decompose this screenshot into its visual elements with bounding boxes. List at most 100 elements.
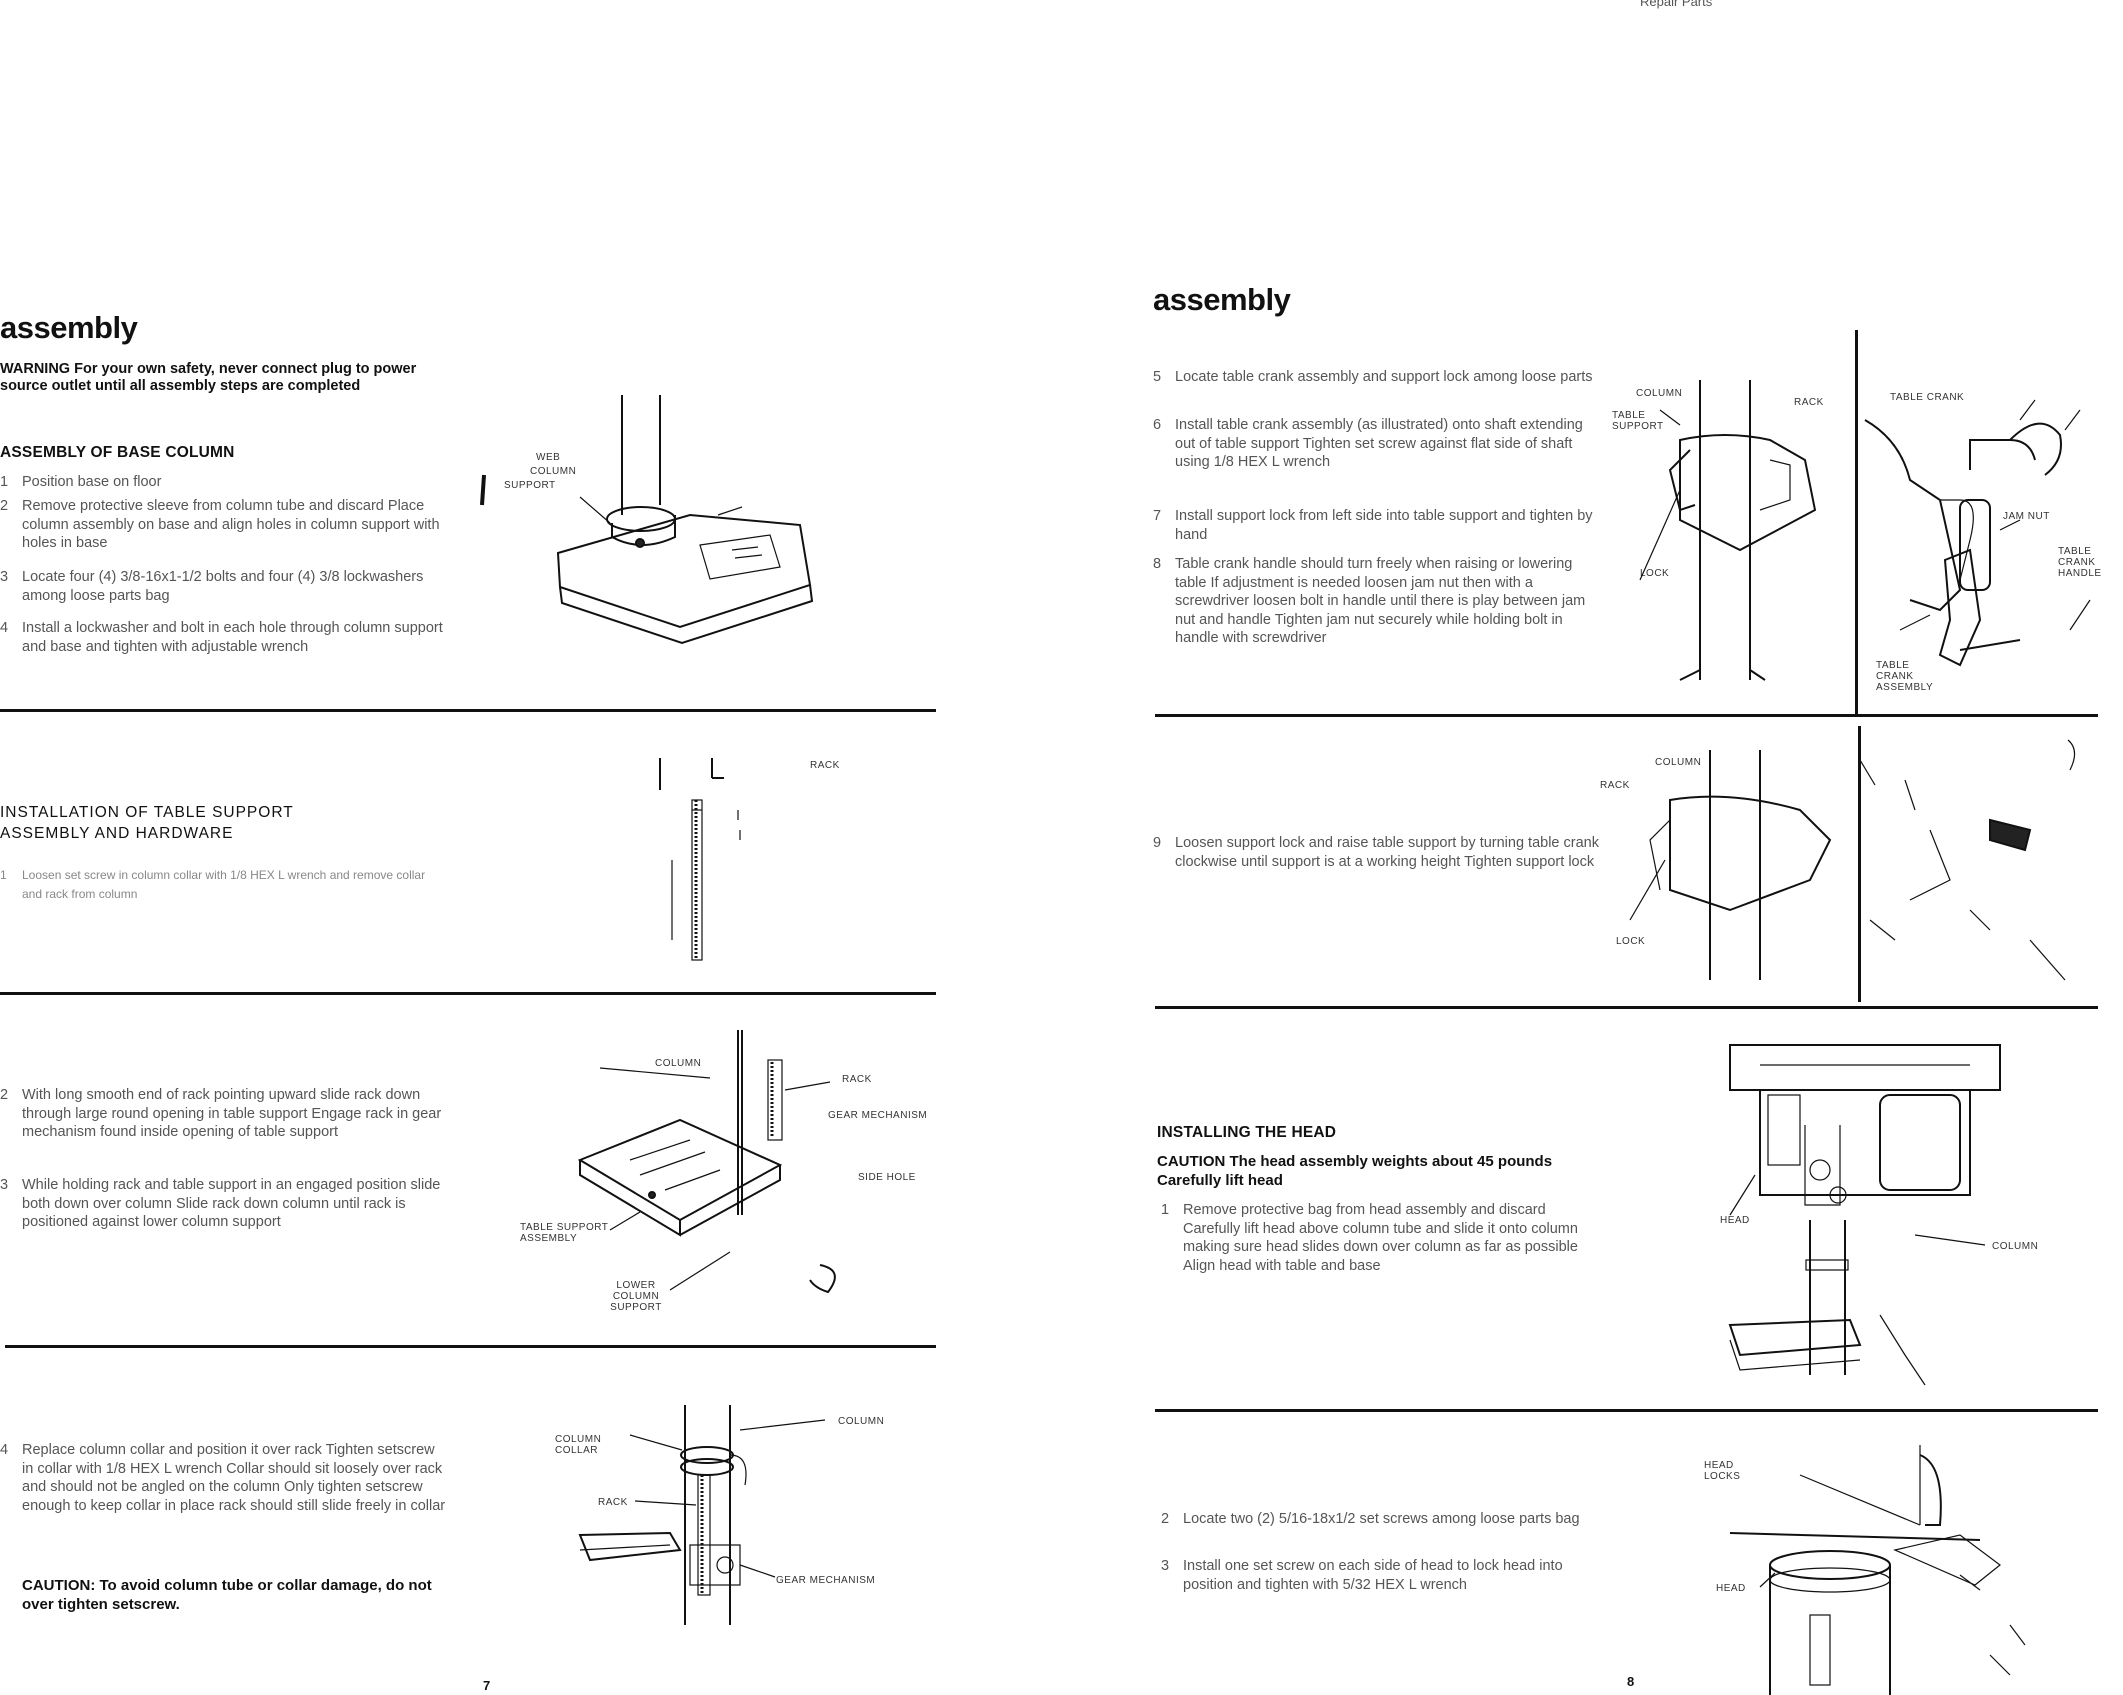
step-number: 9 xyxy=(1153,835,1162,851)
step-text: While holding rack and table support in … xyxy=(22,1177,441,1230)
caution-text-head: CAUTION The head assembly weights about … xyxy=(1157,1153,1553,1189)
header-corner-text: Repair Parts xyxy=(1640,0,1713,9)
figure-label: TABLE CRANK ASSEMBLY xyxy=(1876,660,1934,693)
figure-label: COLUMN xyxy=(1992,1241,2039,1252)
base-column-illustration xyxy=(480,395,814,645)
step-text: With long smooth end of rack pointing up… xyxy=(22,1087,442,1140)
figure-label: SIDE HOLE xyxy=(858,1172,916,1183)
step-text: Loosen support lock and raise table supp… xyxy=(1175,835,1599,870)
step-text: Install table crank assembly (as illustr… xyxy=(1175,417,1583,470)
step-text: Install a lockwasher and bolt in each ho… xyxy=(22,620,443,655)
figure-label: GEAR MECHANISM xyxy=(776,1575,876,1586)
step-text: Locate table crank assembly and support … xyxy=(1175,369,1593,385)
figure-label: SUPPORT xyxy=(504,480,556,491)
figure-divider xyxy=(1858,726,1861,1002)
step-text: Position base on floor xyxy=(22,474,162,490)
figure-label: COLUMN COLLAR xyxy=(555,1434,602,1456)
page-number-right: 8 xyxy=(1627,1674,1635,1689)
figure-label: COLUMN xyxy=(530,466,577,477)
list-item: 1 Loosen set screw in column collar with… xyxy=(0,866,446,903)
section-heading-table-support: INSTALLATION OF TABLE SUPPORT xyxy=(0,804,294,821)
figure-label: HEAD xyxy=(1716,1583,1746,1594)
figure-label: RACK xyxy=(1794,397,1824,408)
section-divider xyxy=(5,1345,936,1348)
step-number: 2 xyxy=(0,498,9,514)
step-number: 4 xyxy=(0,1442,9,1458)
step-number: 8 xyxy=(1153,556,1162,572)
list-item: 9 Loosen support lock and raise table su… xyxy=(1153,834,1599,871)
list-item: 4 Replace column collar and position it … xyxy=(0,1441,446,1515)
table-crank-illustration xyxy=(1639,380,2091,681)
step-text: Remove protective bag from head assembly… xyxy=(1183,1202,1578,1274)
step-number: 7 xyxy=(1153,508,1162,524)
step-text: Replace column collar and position it ov… xyxy=(22,1442,446,1514)
warning-text: WARNING For your own safety, never conne… xyxy=(0,361,417,394)
step-number: 6 xyxy=(1153,417,1162,433)
figure-label: COLUMN xyxy=(1655,757,1702,768)
list-item: 4 Install a lockwasher and bolt in each … xyxy=(0,619,446,656)
section-divider xyxy=(0,992,936,995)
figure-label: COLUMN xyxy=(1636,388,1683,399)
raise-table-illustration xyxy=(1629,739,2076,981)
step-text: Install one set screw on each side of he… xyxy=(1183,1558,1563,1593)
step-text: Loosen set screw in column collar with 1… xyxy=(22,868,426,901)
rack-illustration xyxy=(659,758,741,961)
figure-label: TABLE CRANK xyxy=(1890,392,1965,403)
step-text: Locate two (2) 5/16-18x1/2 set screws am… xyxy=(1183,1511,1580,1527)
list-item: 5 Locate table crank assembly and suppor… xyxy=(1153,368,1599,387)
figure-label: TABLE SUPPORT ASSEMBLY xyxy=(520,1222,609,1244)
figure-label: COLUMN xyxy=(838,1416,885,1427)
section-heading-table-support-line2: ASSEMBLY AND HARDWARE xyxy=(0,825,234,842)
figure-label: LOCK xyxy=(1640,568,1670,579)
right-page-title: assembly xyxy=(1153,282,1291,317)
figure-label: COLUMN xyxy=(655,1058,702,1069)
figure-divider xyxy=(1855,330,1858,716)
step-number: 1 xyxy=(0,868,7,882)
list-item: 3 Install one set screw on each side of … xyxy=(1161,1557,1603,1594)
figure-label: RACK xyxy=(598,1497,628,1508)
list-item: 3 While holding rack and table support i… xyxy=(0,1176,446,1232)
step-number: 2 xyxy=(1161,1511,1170,1527)
list-item: 2 Remove protective sleeve from column t… xyxy=(0,497,446,553)
step-text: Table crank handle should turn freely wh… xyxy=(1175,556,1586,646)
step-number: 1 xyxy=(0,474,9,490)
step-text: Locate four (4) 3/8-16x1-1/2 bolts and f… xyxy=(22,569,424,604)
step-number: 1 xyxy=(1161,1202,1170,1218)
column-collar-illustration xyxy=(578,1405,826,1625)
step-text: Install support lock from left side into… xyxy=(1175,508,1593,543)
section-divider xyxy=(1155,1006,2098,1009)
step-text: Remove protective sleeve from column tub… xyxy=(22,498,440,551)
list-item: 8 Table crank handle should turn freely … xyxy=(1153,555,1599,648)
figure-label: WEB xyxy=(536,452,561,463)
step-number: 4 xyxy=(0,620,9,636)
left-page-title: assembly xyxy=(0,310,138,345)
section-divider xyxy=(1155,714,2098,717)
figure-label: GEAR MECHANISM xyxy=(828,1110,928,1121)
section-heading-installing-head: INSTALLING THE HEAD xyxy=(1157,1124,1337,1141)
page-number-left: 7 xyxy=(483,1678,491,1693)
figure-label: LOWER COLUMN SUPPORT xyxy=(610,1280,662,1313)
list-item: 3 Locate four (4) 3/8-16x1-1/2 bolts and… xyxy=(0,568,446,605)
list-item: 1 Position base on floor xyxy=(0,473,446,492)
figure-label: TABLE SUPPORT xyxy=(1612,410,1664,432)
figure-label: HEAD LOCKS xyxy=(1704,1460,1741,1482)
figure-label: HEAD xyxy=(1720,1215,1750,1226)
step-number: 3 xyxy=(1161,1558,1170,1574)
drill-head-illustration xyxy=(1728,1044,2001,1386)
list-item: 2 With long smooth end of rack pointing … xyxy=(0,1086,446,1142)
list-item: 7 Install support lock from left side in… xyxy=(1153,507,1599,544)
list-item: 6 Install table crank assembly (as illus… xyxy=(1153,416,1599,472)
list-item: 1 Remove protective bag from head assemb… xyxy=(1161,1201,1603,1275)
section-divider xyxy=(1155,1409,2098,1412)
figure-label: RACK xyxy=(810,760,840,771)
section-heading-base-column: ASSEMBLY OF BASE COLUMN xyxy=(0,444,235,461)
table-support-illustration xyxy=(577,1030,836,1294)
list-item: 2 Locate two (2) 5/16-18x1/2 set screws … xyxy=(1161,1510,1603,1529)
figure-label: JAM NUT xyxy=(2003,511,2050,522)
caution-text: CAUTION: To avoid column tube or collar … xyxy=(22,1577,432,1613)
step-number: 3 xyxy=(0,569,9,585)
figure-label: TABLE CRANK HANDLE xyxy=(2058,546,2102,579)
figure-label: RACK xyxy=(842,1074,872,1085)
step-number: 2 xyxy=(0,1087,9,1103)
figure-label: RACK xyxy=(1600,780,1630,791)
